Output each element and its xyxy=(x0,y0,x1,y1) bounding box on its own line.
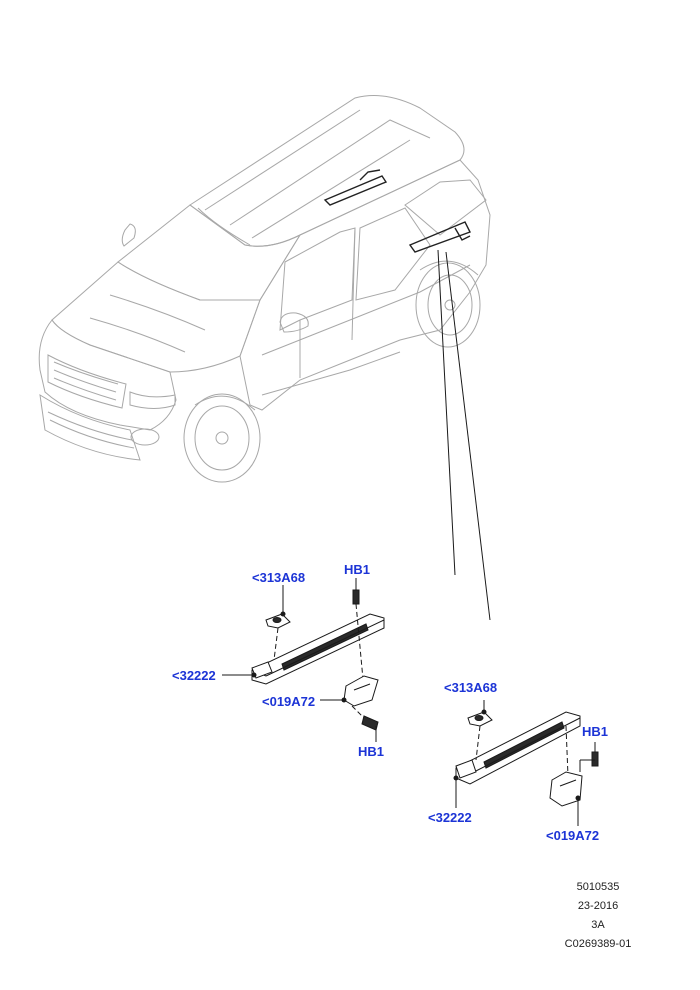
bolt-hb1-top xyxy=(352,589,360,605)
bracket-019a72-right xyxy=(549,771,583,807)
callout-32222-left[interactable]: <32222 xyxy=(172,668,216,683)
callout-313a68-right[interactable]: <313A68 xyxy=(444,680,498,695)
callout-019a72-left[interactable]: <019A72 xyxy=(262,694,316,709)
leader-line-right-group xyxy=(445,251,491,621)
reference-line-4: C0269389-01 xyxy=(564,938,632,950)
lower-left-part-group xyxy=(222,578,385,742)
lower-right-part-group xyxy=(453,700,599,826)
callout-hb1-bottom-left[interactable]: HB1 xyxy=(358,744,385,759)
reference-block: 5010535 23-2016 3A C0269389-01 xyxy=(548,878,648,954)
bracket-019a72-left xyxy=(343,675,379,707)
callout-019a72-right[interactable]: <019A72 xyxy=(546,828,600,843)
bolt-hb1-right xyxy=(591,751,599,767)
callout-hb1-right[interactable]: HB1 xyxy=(582,724,609,739)
reference-line-2: 23-2016 xyxy=(577,900,619,912)
leader-line-left-group xyxy=(437,249,456,576)
callout-313a68-left[interactable]: <313A68 xyxy=(252,570,306,585)
reference-line-3: 3A xyxy=(591,919,605,931)
reference-line-1: 5010535 xyxy=(576,881,620,893)
callout-32222-right[interactable]: <32222 xyxy=(428,810,472,825)
vehicle-illustration xyxy=(38,95,491,483)
callout-hb1-top-left[interactable]: HB1 xyxy=(344,562,371,577)
